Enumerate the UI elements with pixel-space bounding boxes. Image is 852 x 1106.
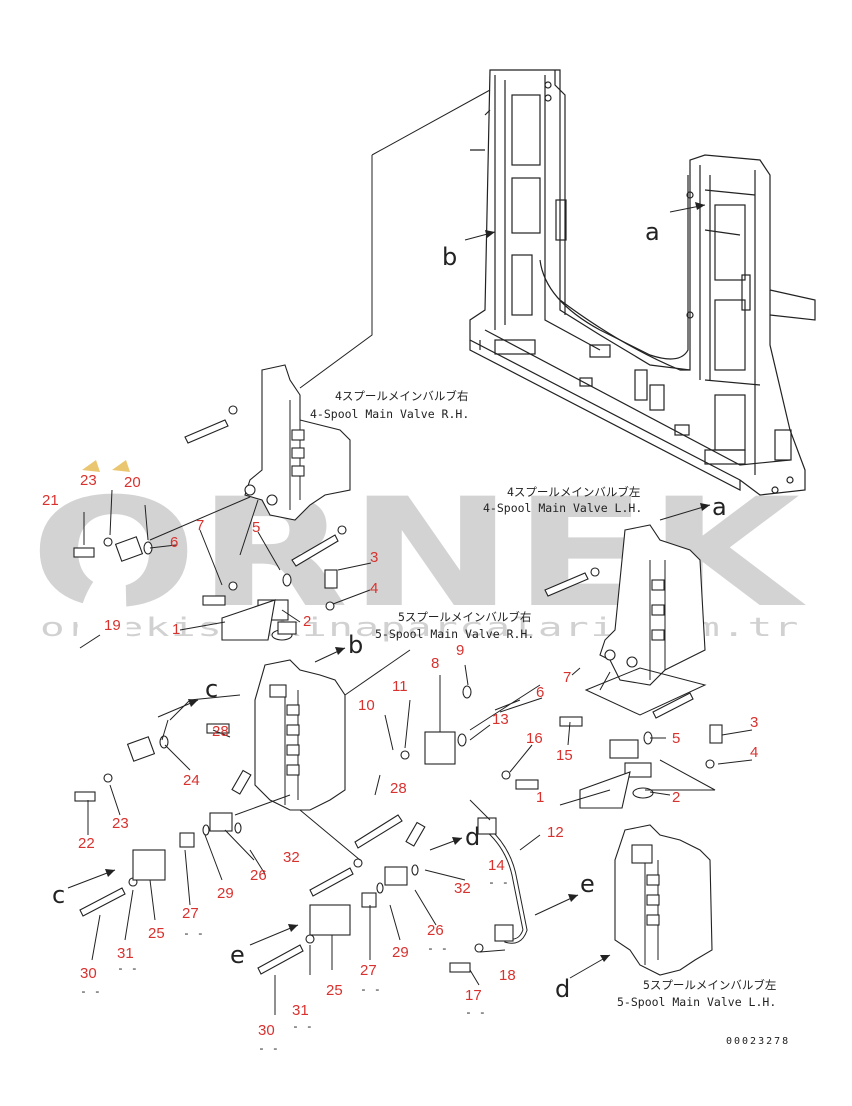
label-5spool-rh-en: 5-Spool Main Valve R.H. (375, 627, 534, 641)
callout-7: 7 (563, 669, 571, 686)
placeholder-marks: - - - - - - - - - - - - - - - - - - (80, 875, 509, 1055)
diagram-code: 00023278 (726, 1036, 790, 1047)
valve-4spool-rh (244, 364, 351, 521)
callout-11: 11 (392, 678, 408, 695)
label-4spool-rh-jp: 4スプールメインバルブ右 (335, 389, 468, 403)
label-4spool-rh-en: 4-Spool Main Valve R.H. (310, 407, 469, 421)
dash-mark: - - (488, 875, 509, 889)
pipe-19 (76, 536, 156, 762)
ref-letter-b: b (348, 631, 363, 659)
callout-9: 9 (456, 642, 464, 659)
callout-15: 15 (556, 747, 573, 764)
dash-mark: - - (292, 1019, 313, 1033)
valve-5spool-lh (614, 824, 713, 976)
callout-7: 7 (196, 517, 204, 534)
callout-32: 32 (283, 849, 300, 866)
callout-2: 2 (672, 789, 680, 806)
dash-mark: - - (183, 926, 204, 940)
callout-8: 8 (431, 655, 439, 672)
ref-letter-a: a (645, 218, 660, 246)
callout-6: 6 (536, 684, 544, 701)
callout-32: 32 (454, 880, 471, 897)
callout-1: 1 (536, 789, 544, 806)
dash-mark: - - (117, 961, 138, 975)
machine-frame (469, 69, 816, 496)
callout-18: 18 (499, 967, 516, 984)
label-4spool-lh-jp: 4スプールメインバルブ左 (507, 485, 640, 499)
valve-5spool-rh (254, 659, 346, 811)
callout-27: 27 (182, 905, 199, 922)
callout-10: 10 (358, 697, 375, 714)
callout-26: 26 (427, 922, 444, 939)
callout-2: 2 (303, 613, 311, 630)
ref-letter-c: c (52, 881, 65, 909)
callout-28: 28 (212, 723, 229, 740)
callout-6: 6 (170, 534, 178, 551)
watermark-logo-marks (82, 460, 130, 472)
ref-letter-e: e (230, 941, 245, 969)
leader-lines (67, 89, 753, 1015)
callout-30: 30 (258, 1022, 275, 1039)
callout-24: 24 (183, 772, 200, 789)
ref-letter-a: a (712, 493, 727, 521)
label-5spool-lh-en: 5-Spool Main Valve L.H. (617, 995, 776, 1009)
callout-22: 22 (78, 835, 95, 852)
ref-letter-d: d (465, 823, 480, 851)
dash-mark: - - (360, 982, 381, 996)
callout-25: 25 (326, 982, 343, 999)
ref-letter-e: e (580, 870, 595, 898)
reference-letters: a a b b c c d d e e (52, 218, 727, 1003)
callout-23: 23 (80, 472, 97, 489)
callout-26: 26 (250, 867, 267, 884)
ref-letter-d: d (555, 975, 570, 1003)
callout-29: 29 (392, 944, 409, 961)
label-4spool-lh-en: 4-Spool Main Valve L.H. (483, 501, 642, 515)
dash-mark: - - (427, 941, 448, 955)
ref-letter-c: c (205, 675, 218, 703)
callout-1: 1 (172, 621, 180, 638)
valve-labels: 4スプールメインバルブ右 4-Spool Main Valve R.H. 4スプ… (310, 389, 790, 1047)
callout-23: 23 (112, 815, 129, 832)
callout-28: 28 (390, 780, 407, 797)
callout-13: 13 (492, 711, 509, 728)
callout-17: 17 (465, 987, 482, 1004)
callout-27: 27 (360, 962, 377, 979)
callout-16: 16 (526, 730, 543, 747)
callout-25: 25 (148, 925, 165, 942)
bolts-and-fittings (73, 405, 723, 975)
callout-5: 5 (672, 730, 680, 747)
callout-5: 5 (252, 519, 260, 536)
valve-4spool-lh (599, 524, 706, 686)
label-5spool-lh-jp: 5スプールメインバルブ左 (643, 978, 776, 992)
ref-letter-b: b (442, 243, 457, 271)
callout-29: 29 (217, 885, 234, 902)
dash-mark: - - (258, 1041, 279, 1055)
callout-30: 30 (80, 965, 97, 982)
callout-4: 4 (750, 744, 758, 761)
label-5spool-rh-jp: 5スプールメインバルブ右 (398, 610, 531, 624)
callout-4: 4 (370, 580, 378, 597)
callout-31: 31 (117, 945, 134, 962)
pipe-12 (477, 817, 528, 944)
callout-20: 20 (124, 474, 141, 491)
callout-3: 3 (750, 714, 758, 731)
dash-mark: - - (80, 984, 101, 998)
callout-14: 14 (488, 857, 505, 874)
callout-31: 31 (292, 1002, 309, 1019)
callout-21: 21 (42, 492, 59, 509)
callout-19: 19 (104, 617, 121, 634)
dash-mark: - - (465, 1005, 486, 1019)
callout-12: 12 (547, 824, 564, 841)
callout-3: 3 (370, 549, 378, 566)
part-callouts: 1 1 2 2 3 3 4 4 5 5 6 6 7 7 8 9 10 11 12… (42, 472, 758, 1039)
